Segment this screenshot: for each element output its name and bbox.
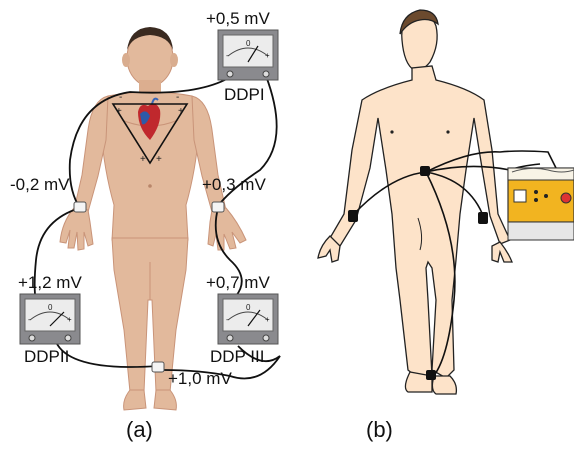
caption-a: (a) [126, 417, 153, 442]
triangle-sign: + [178, 106, 184, 117]
electrode-ankle [152, 362, 164, 372]
electrode-leg [426, 370, 436, 380]
electrode-right-arm [478, 212, 488, 224]
meter-label-ddpi: DDPI [224, 85, 265, 104]
dial-plus: + [67, 315, 72, 324]
reading-top: +0,5 mV [206, 9, 270, 28]
dial-zero: 0 [48, 303, 53, 312]
reading-bottom: +1,0 mV [168, 369, 232, 388]
dial-minus: - [28, 315, 31, 324]
meter-label-ddpiii: DDP III [210, 347, 264, 366]
voltmeter-ddpi: 0 - + [218, 30, 278, 80]
voltmeter-ddpii: 0 - + [20, 294, 80, 344]
ecg-device [508, 168, 574, 240]
dial-plus: + [265, 315, 270, 324]
electrode-chest [420, 166, 430, 176]
triangle-sign: - [176, 92, 179, 103]
dial-minus: - [226, 315, 229, 324]
reading-lower-right: +0,7 mV [206, 273, 270, 292]
electrode-left-wrist [74, 202, 86, 212]
electrode-right-wrist [212, 202, 224, 212]
panel-b: (b) [318, 10, 574, 442]
voltmeter-ddpiii: 0 - + [218, 294, 278, 344]
panel-a: - - + + + + 0 - + [10, 9, 280, 442]
electrode-left-arm [348, 210, 358, 222]
dial-zero: 0 [246, 39, 251, 48]
meter-label-ddpii: DDPII [24, 347, 69, 366]
dial-zero: 0 [246, 303, 251, 312]
reading-right: +0,3 mV [202, 175, 266, 194]
triangle-sign: + [140, 154, 146, 165]
reading-lower-left: +1,2 mV [18, 273, 82, 292]
caption-b: (b) [366, 417, 393, 442]
dial-plus: + [265, 51, 270, 60]
reading-left: -0,2 mV [10, 175, 70, 194]
body-figure-b [318, 10, 512, 394]
dial-minus: - [226, 51, 229, 60]
triangle-sign: + [116, 106, 122, 117]
triangle-sign: + [156, 154, 162, 165]
